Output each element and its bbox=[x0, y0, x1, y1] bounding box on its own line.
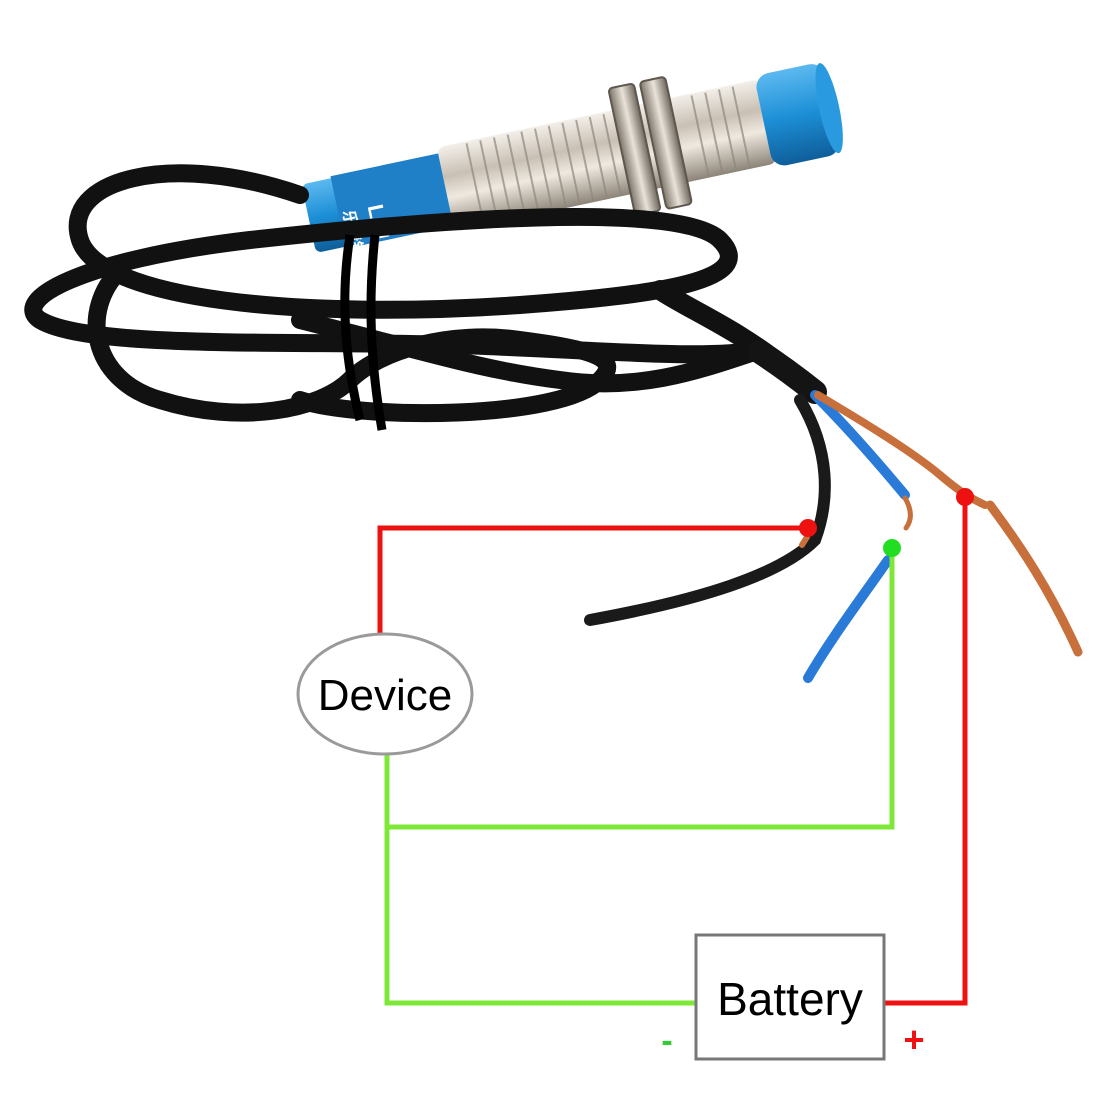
red-circuit bbox=[377, 497, 968, 1006]
green-junction-blue bbox=[883, 539, 901, 557]
sensor-nut-2 bbox=[639, 76, 693, 210]
device-outline bbox=[296, 632, 474, 756]
red-junction-black bbox=[799, 519, 817, 537]
battery-label: Battery bbox=[717, 973, 863, 1025]
red-line-battery bbox=[884, 497, 968, 1006]
red-line-device bbox=[377, 525, 808, 633]
green-line-blue bbox=[387, 548, 895, 830]
cable-tie bbox=[340, 234, 387, 431]
coiled-cable bbox=[24, 164, 800, 423]
red-junction-brown bbox=[956, 488, 974, 506]
sensor-threads bbox=[465, 86, 751, 224]
wire-blue bbox=[803, 390, 913, 683]
battery-outline bbox=[694, 933, 886, 1061]
cable-jacket-end bbox=[748, 340, 827, 404]
battery-plus-label: + bbox=[903, 1019, 924, 1060]
green-line-device bbox=[384, 755, 696, 1006]
sensor-threaded-body bbox=[438, 80, 776, 231]
proximity-sensor: LJ18A3 乐清铭眼 MIE bbox=[302, 63, 843, 284]
device-node: Device bbox=[296, 632, 474, 756]
green-circuit bbox=[384, 548, 895, 1006]
sensor-cap-face bbox=[815, 63, 843, 154]
wire-black bbox=[584, 394, 831, 626]
battery-minus-label: - bbox=[661, 1022, 672, 1060]
device-label: Device bbox=[318, 671, 453, 720]
battery-node: Battery bbox=[694, 933, 886, 1061]
